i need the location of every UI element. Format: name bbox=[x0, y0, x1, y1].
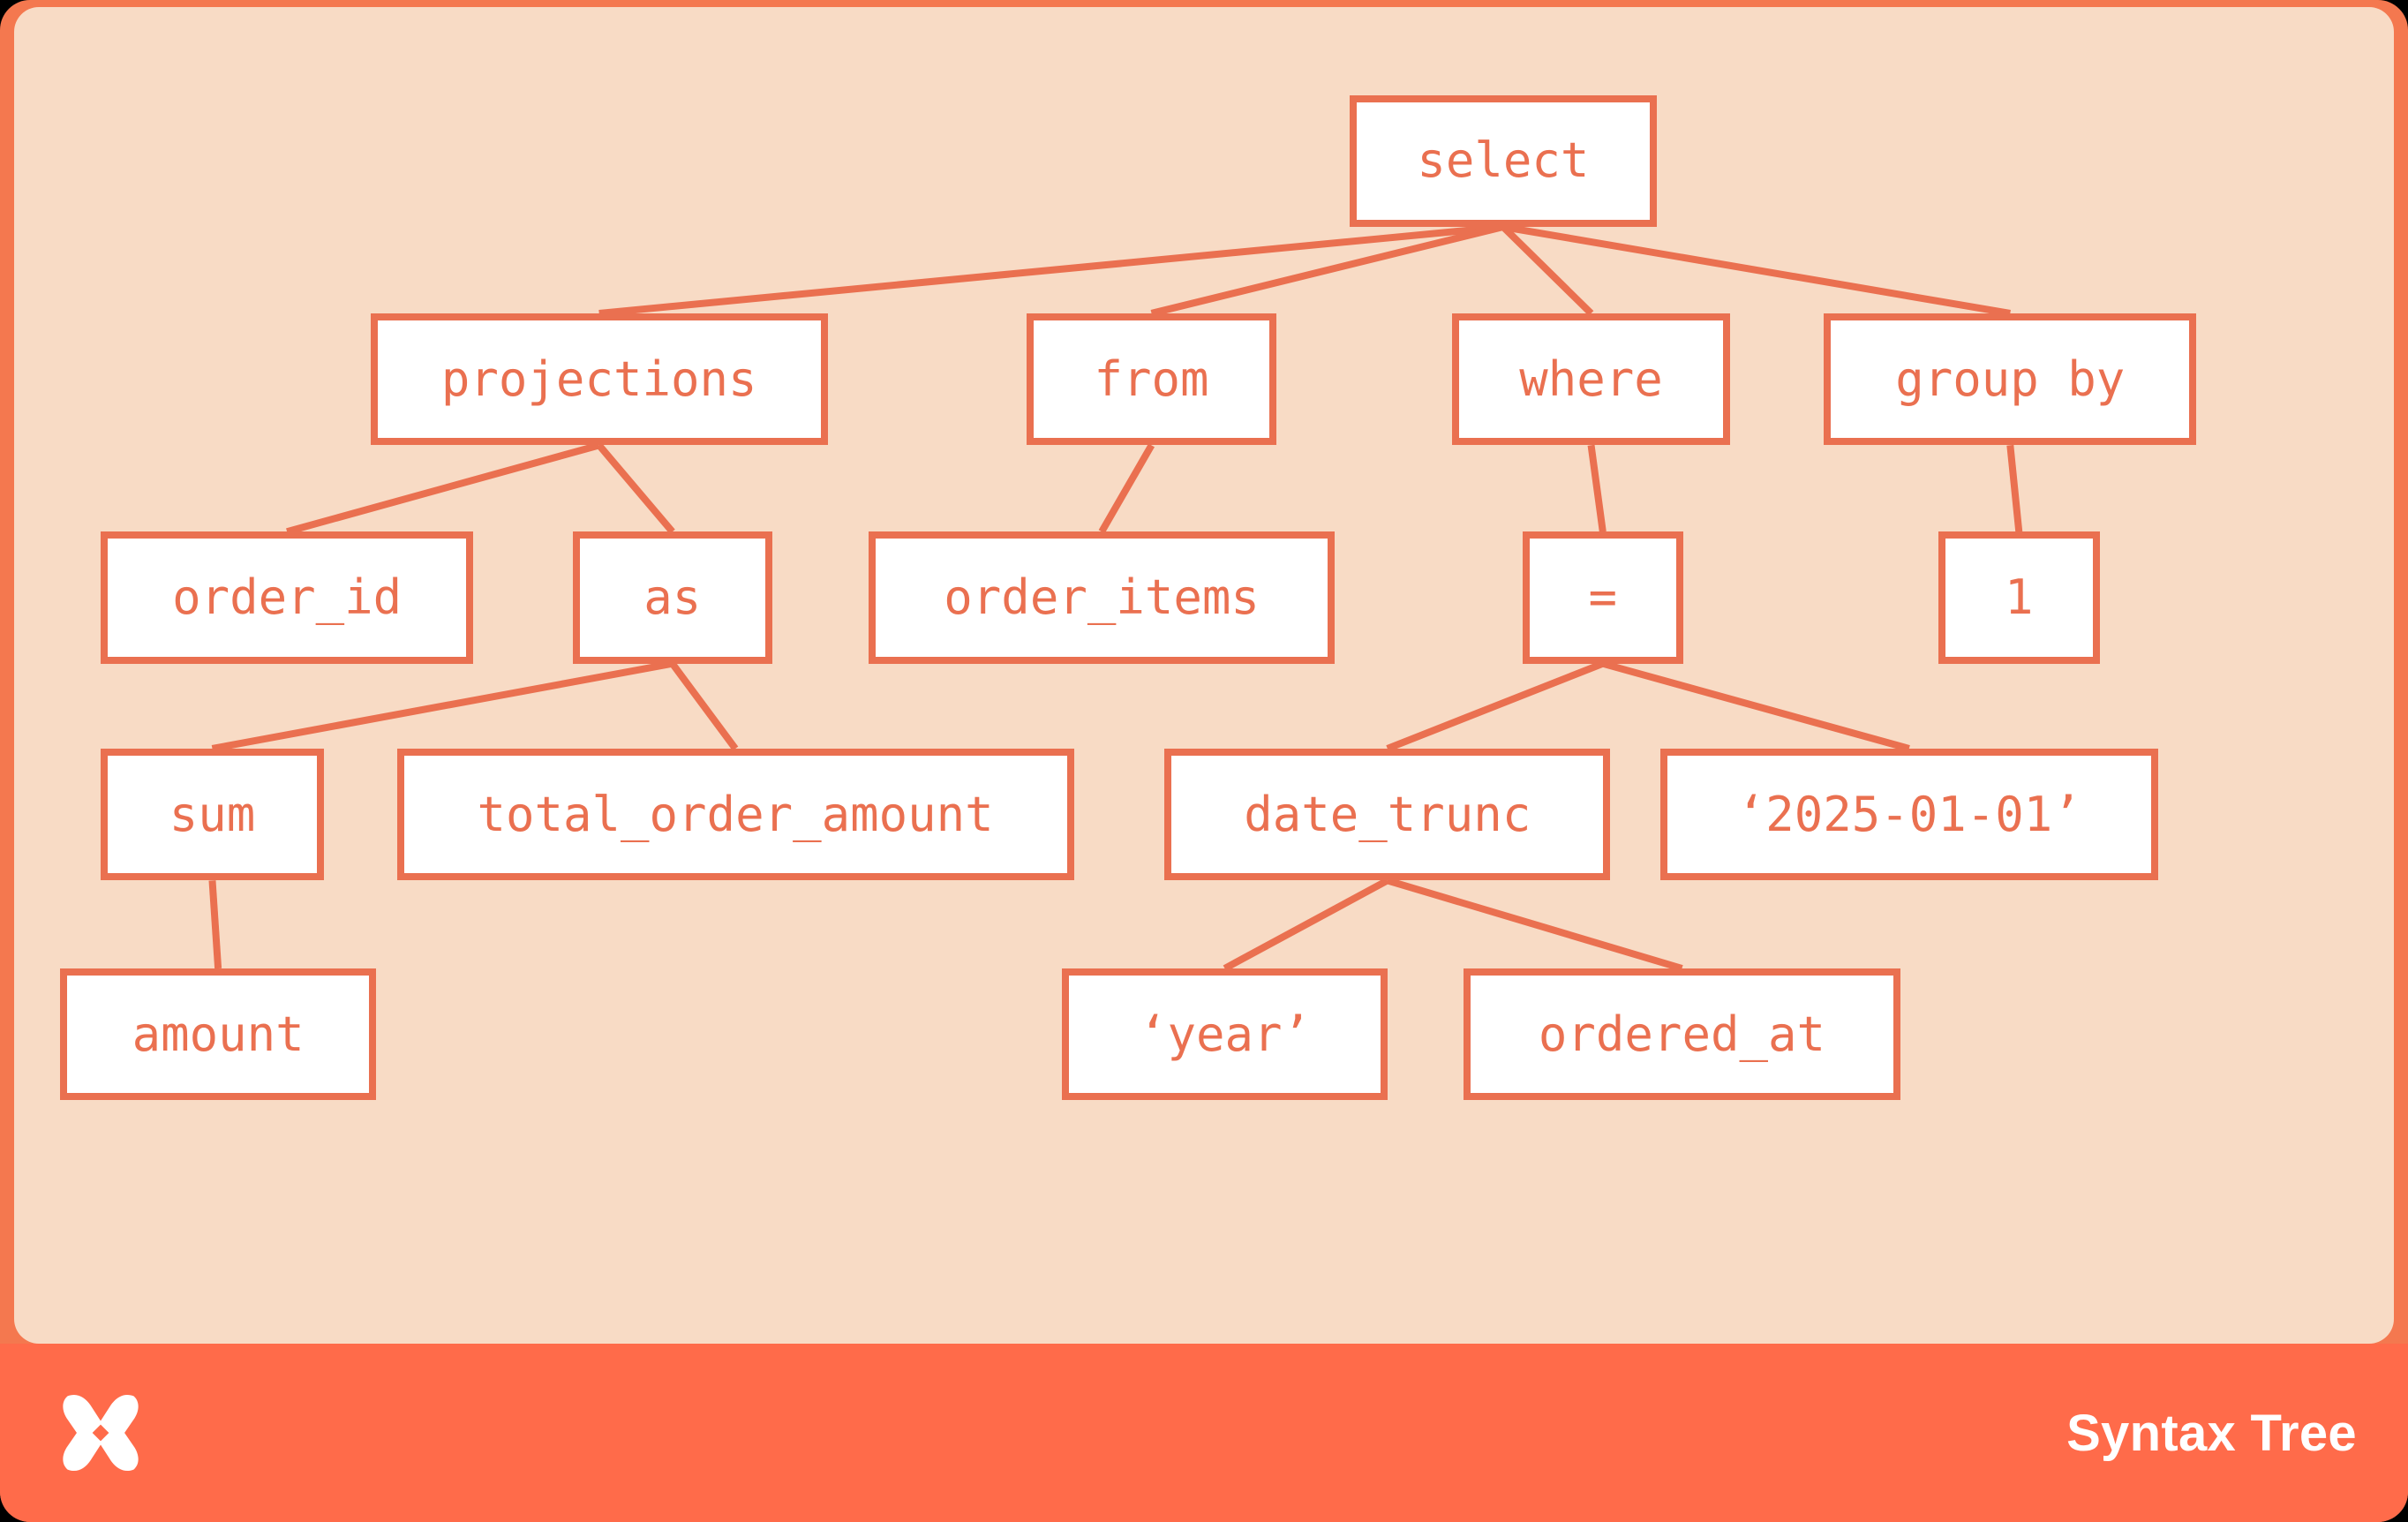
tree-node-order_items[interactable]: order_items bbox=[869, 531, 1336, 664]
tree-edge-date_trunc-to-year_literal bbox=[1223, 877, 1389, 972]
tree-edge-select-to-group_by bbox=[1502, 223, 2011, 317]
tree-node-label: ‘2025-01-01’ bbox=[1736, 786, 2081, 842]
tree-edge-date_trunc-to-ordered_at bbox=[1386, 877, 1683, 972]
tree-node-one[interactable]: 1 bbox=[1938, 531, 2100, 664]
tree-edge-group_by-to-one bbox=[2006, 444, 2023, 532]
tree-node-label: as bbox=[643, 569, 702, 625]
tree-node-label: 1 bbox=[2004, 569, 2034, 625]
tree-node-label: total_order_amount bbox=[477, 786, 994, 842]
tree-node-where[interactable]: where bbox=[1451, 313, 1731, 446]
tree-edge-eq-to-date_literal bbox=[1601, 659, 1910, 752]
tree-node-label: ‘year’ bbox=[1138, 1006, 1312, 1062]
tree-node-sum[interactable]: sum bbox=[101, 748, 324, 881]
tree-node-select[interactable]: select bbox=[1349, 94, 1658, 227]
tree-node-label: amount bbox=[132, 1006, 305, 1062]
tree-edge-select-to-from bbox=[1150, 223, 1504, 317]
tree-node-ordered_at[interactable]: ordered_at bbox=[1464, 968, 1900, 1101]
tree-node-year_literal[interactable]: ‘year’ bbox=[1062, 968, 1388, 1101]
tree-node-order_id[interactable]: order_id bbox=[101, 531, 473, 664]
tree-node-label: from bbox=[1094, 350, 1209, 407]
x-mark-logo-icon bbox=[63, 1394, 139, 1472]
tree-node-date_literal[interactable]: ‘2025-01-01’ bbox=[1659, 748, 2158, 881]
tree-node-label: date_trunc bbox=[1244, 786, 1531, 842]
footer-bar: Syntax Tree bbox=[0, 1344, 2408, 1522]
tree-edge-as-to-sum bbox=[211, 659, 673, 752]
tree-node-date_trunc[interactable]: date_trunc bbox=[1164, 748, 1611, 881]
tree-edge-select-to-projections bbox=[598, 223, 1504, 317]
tree-edge-as-to-total_order_amount bbox=[669, 661, 739, 751]
tree-node-label: projections bbox=[440, 350, 757, 407]
tree-node-label: sum bbox=[169, 786, 256, 842]
tree-node-label: group by bbox=[1895, 350, 2126, 407]
tree-node-as[interactable]: as bbox=[572, 531, 772, 664]
tree-node-layer: select projections from where group by order_… bbox=[14, 7, 2394, 1344]
tree-node-label: order_items bbox=[944, 569, 1260, 625]
tree-node-eq[interactable]: = bbox=[1522, 531, 1684, 664]
tree-node-amount[interactable]: amount bbox=[59, 968, 377, 1101]
tree-node-label: ordered_at bbox=[1538, 1006, 1825, 1062]
tree-edge-where-to-eq bbox=[1587, 444, 1607, 532]
tree-node-from[interactable]: from bbox=[1027, 313, 1276, 446]
tree-edge-projections-to-as bbox=[596, 442, 675, 534]
tree-node-total_order_amount[interactable]: total_order_amount bbox=[396, 748, 1074, 881]
tree-edge-from-to-order_items bbox=[1098, 443, 1155, 534]
tree-edge-projections-to-order_id bbox=[286, 441, 600, 536]
tree-edge-eq-to-date_trunc bbox=[1386, 659, 1605, 752]
tree-node-label: order_id bbox=[172, 569, 403, 625]
tree-node-group_by[interactable]: group by bbox=[1824, 313, 2197, 446]
tree-node-label: select bbox=[1417, 132, 1590, 189]
tree-node-projections[interactable]: projections bbox=[370, 313, 828, 446]
tree-edge-select-to-where bbox=[1501, 224, 1594, 316]
footer-title: Syntax Tree bbox=[2066, 1404, 2357, 1462]
tree-node-label: = bbox=[1588, 569, 1618, 625]
tree-node-label: where bbox=[1519, 350, 1663, 407]
tree-edge-sum-to-amount bbox=[208, 880, 222, 969]
diagram-canvas: select projections from where group by order_… bbox=[14, 7, 2394, 1344]
tree-edge-layer bbox=[208, 223, 2023, 972]
